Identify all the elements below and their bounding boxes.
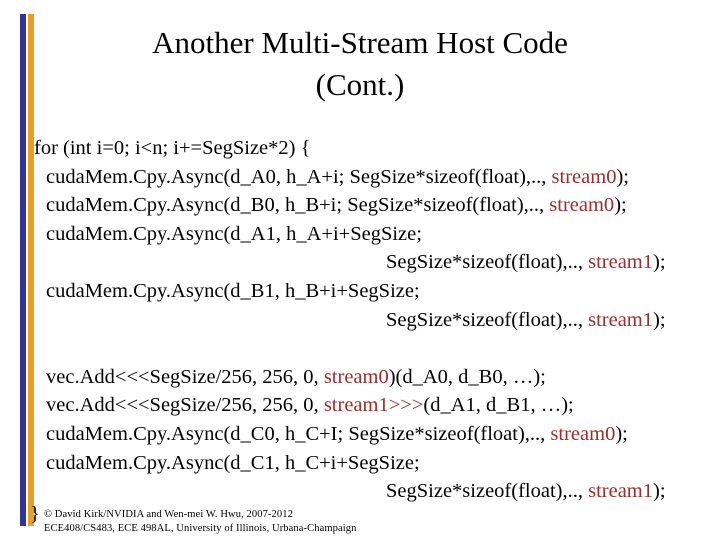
stream-token: stream1 bbox=[588, 480, 653, 503]
footer-copyright: © David Kirk/NVIDIA and Wen-mei W. Hwu, … bbox=[44, 509, 293, 520]
stream-token: stream1 bbox=[588, 308, 653, 331]
code-text: ); bbox=[653, 251, 666, 274]
code-line: for (int i=0; i<n; i+=SegSize*2) { bbox=[34, 134, 720, 163]
code-line: cudaMem.Cpy.Async(d_A0, h_A+i; SegSize*s… bbox=[34, 163, 720, 192]
stream-token: stream0 bbox=[551, 165, 617, 188]
code-line: cudaMem.Cpy.Async(d_C0, h_C+I; SegSize*s… bbox=[34, 420, 720, 449]
code-text: cudaMem.Cpy.Async(d_C0, h_C+I; SegSize*s… bbox=[46, 422, 551, 445]
code-text: cudaMem.Cpy.Async(d_C1, h_C+i+SegSize; bbox=[46, 451, 420, 474]
code-line: cudaMem.Cpy.Async(d_A1, h_A+i+SegSize; bbox=[34, 220, 720, 249]
code-line: cudaMem.Cpy.Async(d_C1, h_C+i+SegSize; bbox=[34, 449, 720, 478]
footer-course: ECE408/CS483, ECE 498AL, University of I… bbox=[44, 522, 357, 534]
stream-token: stream0 bbox=[550, 422, 616, 445]
stream-token: stream1 bbox=[588, 251, 653, 274]
code-text: cudaMem.Cpy.Async(d_A0, h_A+i; SegSize*s… bbox=[46, 165, 552, 188]
code-text: ); bbox=[614, 194, 627, 217]
code-line: cudaMem.Cpy.Async(d_B0, h_B+i; SegSize*s… bbox=[34, 191, 720, 220]
code-text: ); bbox=[653, 480, 666, 503]
code-line: SegSize*sizeof(float),.., stream1); bbox=[34, 477, 720, 506]
stream-token: stream1 bbox=[323, 394, 389, 417]
code-line bbox=[34, 334, 720, 363]
code-text: ); bbox=[616, 165, 629, 188]
code-text: vec.Add<<<SegSize/256, 256, 0, bbox=[46, 394, 324, 417]
stream-token: stream0 bbox=[549, 194, 615, 217]
accent-bar-blue bbox=[20, 14, 26, 526]
code-line: SegSize*sizeof(float),.., stream1); bbox=[34, 306, 720, 335]
stream-token: stream0 bbox=[323, 365, 389, 388]
code-text: SegSize*sizeof(float),.., bbox=[386, 251, 589, 274]
code-text: vec.Add<<<SegSize/256, 256, 0, bbox=[46, 365, 324, 388]
code-text: ); bbox=[653, 308, 666, 331]
code-text: cudaMem.Cpy.Async(d_B0, h_B+i; SegSize*s… bbox=[46, 194, 550, 217]
code-line: vec.Add<<<SegSize/256, 256, 0, stream0)(… bbox=[34, 363, 720, 392]
closing-brace: } bbox=[30, 503, 40, 525]
code-block: for (int i=0; i<n; i+=SegSize*2) { cudaMe… bbox=[34, 134, 720, 506]
code-text: SegSize*sizeof(float),.., bbox=[386, 480, 589, 503]
footer: © David Kirk/NVIDIA and Wen-mei W. Hwu, … bbox=[44, 508, 356, 535]
code-line: vec.Add<<<SegSize/256, 256, 0, stream1>>… bbox=[34, 391, 720, 420]
code-line: SegSize*sizeof(float),.., stream1); bbox=[34, 248, 720, 277]
code-text: )(d_A0, d_B0, …); bbox=[388, 365, 546, 388]
accent-bar-orange bbox=[28, 14, 34, 526]
page-title: Another Multi-Stream Host Code (Cont.) bbox=[152, 25, 568, 102]
code-text: (d_A1, d_B1, …); bbox=[423, 394, 574, 417]
code-text: cudaMem.Cpy.Async(d_A1, h_A+i+SegSize; bbox=[46, 222, 422, 245]
kernel-chevron-token: >>> bbox=[388, 394, 424, 417]
code-text: SegSize*sizeof(float),.., bbox=[386, 308, 589, 331]
code-line: cudaMem.Cpy.Async(d_B1, h_B+i+SegSize; bbox=[34, 277, 720, 306]
code-text: for (int i=0; i<n; i+=SegSize*2) { bbox=[34, 137, 311, 159]
code-text: cudaMem.Cpy.Async(d_B1, h_B+i+SegSize; bbox=[46, 279, 420, 302]
code-text: ); bbox=[615, 422, 628, 445]
